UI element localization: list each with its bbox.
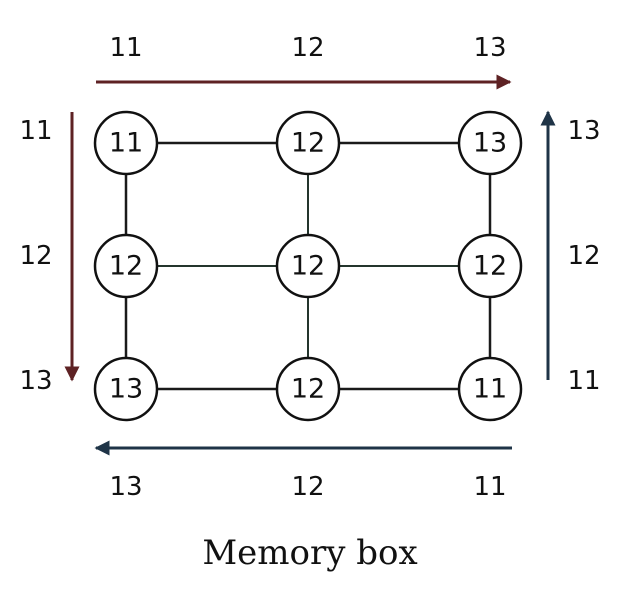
- left-label-2: 12: [19, 241, 52, 271]
- bottom-label-2: 12: [291, 472, 324, 502]
- node-circle: [457, 356, 523, 422]
- node-value: 12: [109, 251, 143, 282]
- node-value: 12: [291, 374, 325, 405]
- node-r0-c1: 12: [275, 110, 341, 176]
- node-value: 12: [291, 128, 325, 159]
- diagram-caption: Memory box: [202, 533, 417, 573]
- node-r1-c1: 12: [275, 233, 341, 299]
- node-r1-c0: 12: [93, 233, 159, 299]
- node-r2-c1: 12: [275, 356, 341, 422]
- node-circle: [93, 233, 159, 299]
- node-circle: [457, 110, 523, 176]
- node-r0-c0: 11: [93, 110, 159, 176]
- node-value: 13: [109, 374, 143, 405]
- node-value: 13: [473, 128, 507, 159]
- node-circle: [275, 110, 341, 176]
- node-value: 12: [291, 251, 325, 282]
- node-circle: [275, 356, 341, 422]
- node-circle: [93, 110, 159, 176]
- node-value: 11: [473, 374, 507, 405]
- right-label-2: 12: [567, 241, 600, 271]
- node-r2-c2: 11: [457, 356, 523, 422]
- bottom-label-3: 11: [473, 472, 506, 502]
- node-r2-c0: 13: [93, 356, 159, 422]
- node-r1-c2: 12: [457, 233, 523, 299]
- node-value: 11: [109, 128, 143, 159]
- node-circle: [93, 356, 159, 422]
- node-circle: [275, 233, 341, 299]
- top-label-3: 13: [473, 33, 506, 63]
- bottom-label-1: 13: [109, 472, 142, 502]
- top-label-2: 12: [291, 33, 324, 63]
- left-label-3: 13: [19, 366, 52, 396]
- right-label-1: 13: [567, 116, 600, 146]
- left-label-1: 11: [19, 116, 52, 146]
- node-circle: [457, 233, 523, 299]
- node-value: 12: [473, 251, 507, 282]
- right-label-3: 11: [567, 366, 600, 396]
- node-r0-c2: 13: [457, 110, 523, 176]
- top-label-1: 11: [109, 33, 142, 63]
